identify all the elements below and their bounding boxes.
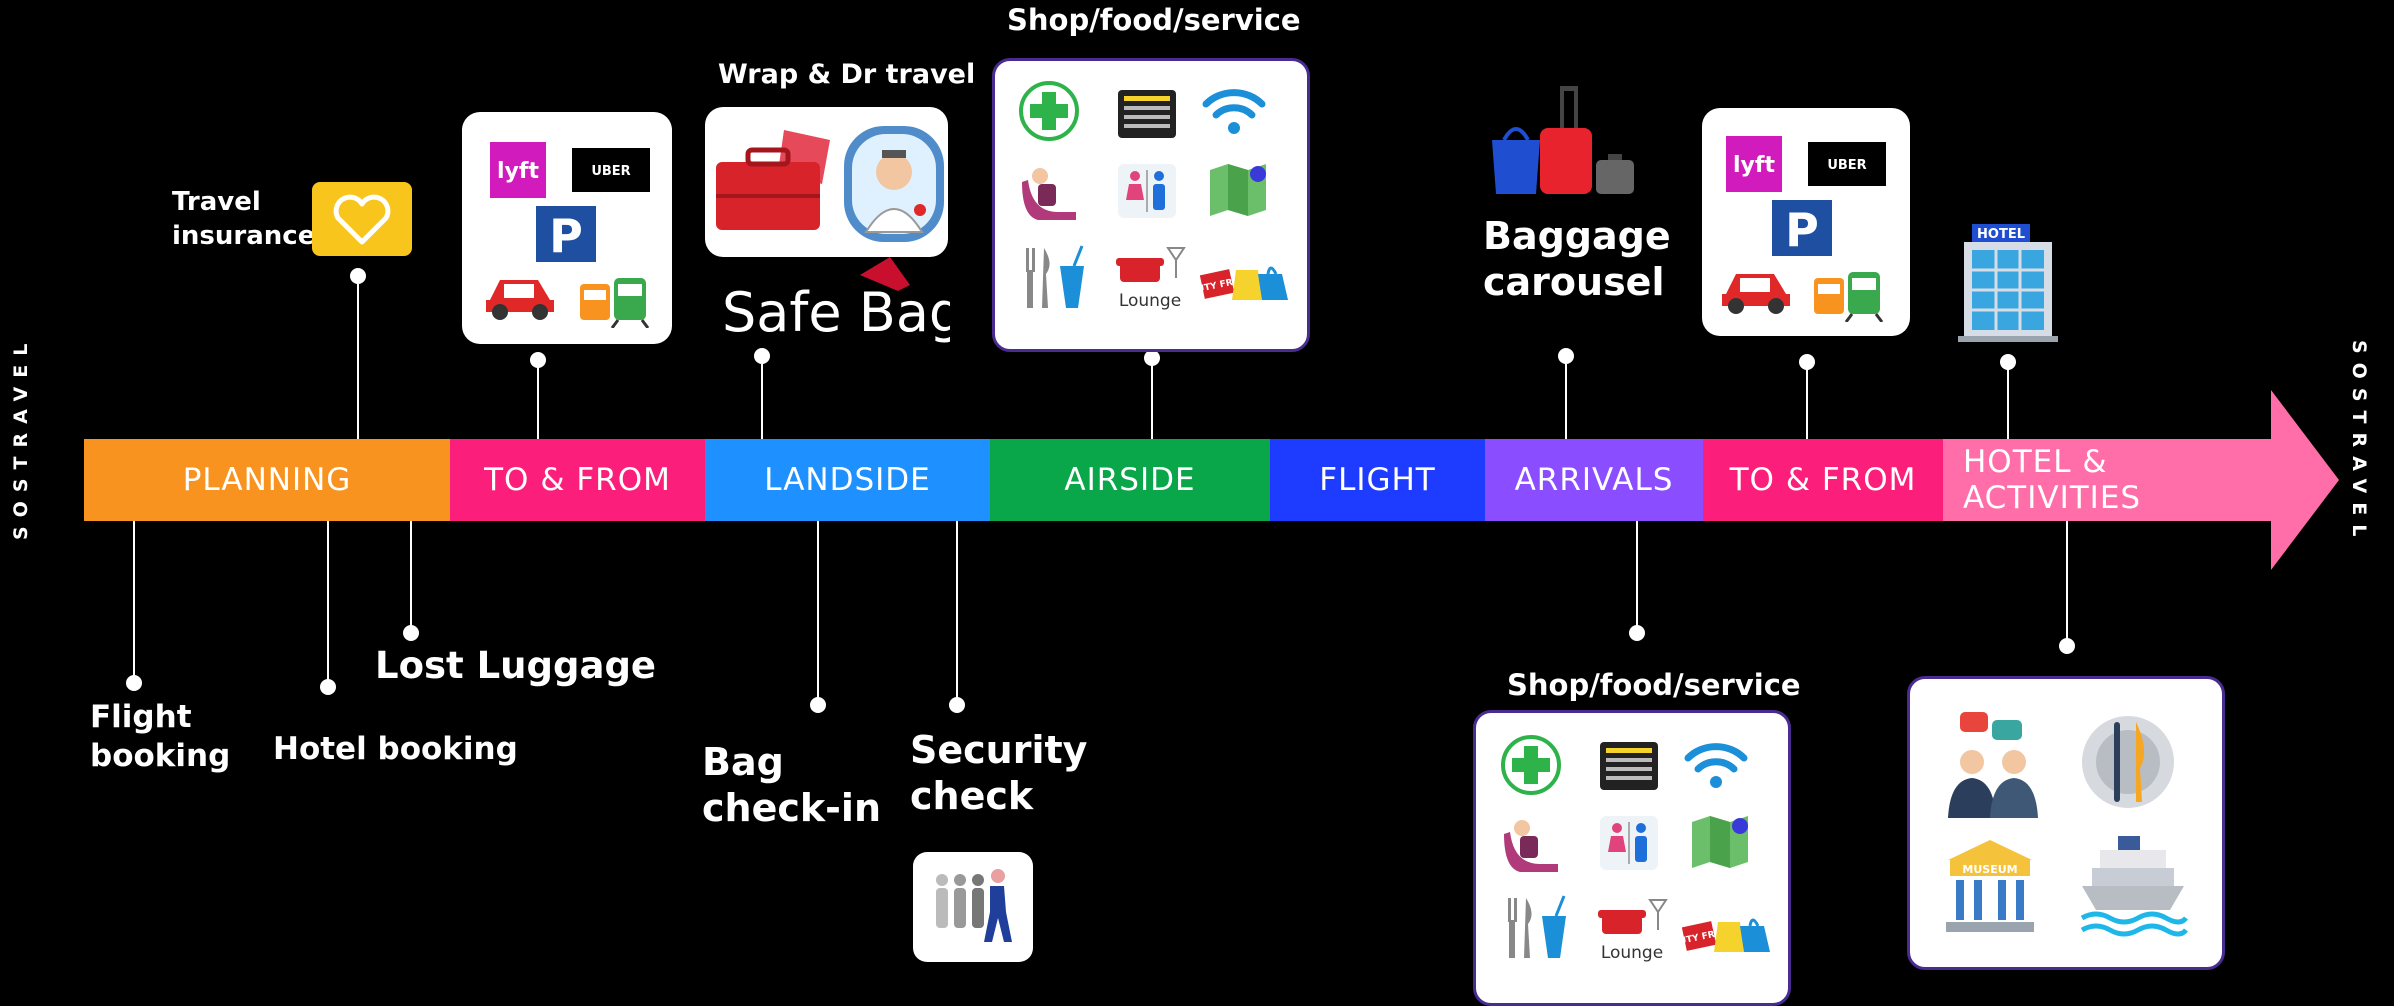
connector-dot: [2059, 638, 2075, 654]
label-shop-food-service-top: Shop/food/service: [1007, 3, 1301, 37]
parking-icon: P: [536, 206, 596, 262]
connector-dot: [126, 675, 142, 691]
label-bag-checkin: Bag check-in: [702, 740, 881, 830]
doctor-icon: [844, 126, 944, 242]
connector-dot: [320, 679, 336, 695]
brand-side-left: SOSTRAVEL: [10, 334, 32, 540]
svg-text:lyft: lyft: [497, 159, 539, 184]
svg-text:UBER: UBER: [1827, 158, 1866, 173]
connector-security-check: [956, 521, 958, 704]
restaurant-icon: [1026, 245, 1084, 308]
departures-board-icon: [1600, 742, 1658, 790]
lounge-icon: Lounge: [1116, 247, 1186, 310]
connector-baggage-carousel: [1565, 356, 1567, 439]
segment-airside: AIRSIDE: [990, 439, 1270, 521]
brand-side-right: SOSTRAVEL: [2348, 340, 2370, 546]
heart-icon: [312, 182, 412, 256]
svg-text:UBER: UBER: [591, 164, 630, 179]
pharmacy-cross-icon: [1019, 81, 1079, 141]
connector-activities: [2066, 521, 2068, 646]
connector-hotel: [2007, 362, 2009, 439]
suitcase-wrap-icon: [716, 130, 830, 230]
hotel-building-icon: HOTEL: [1958, 224, 2058, 342]
connector-bag-checkin: [817, 521, 819, 704]
connector-airside-shop: [1151, 358, 1153, 439]
map-icon: [1692, 816, 1748, 868]
business-meeting-icon: [1948, 712, 2038, 818]
map-icon: [1210, 164, 1266, 216]
svg-text:MUSEUM: MUSEUM: [1962, 863, 2017, 876]
segment-planning: PLANNING: [84, 439, 450, 521]
connector-to-from-2: [1806, 362, 1808, 439]
car-icon: [486, 280, 554, 320]
restroom-icon: [1600, 816, 1658, 870]
svg-text:P: P: [1785, 203, 1819, 256]
connector-dot: [1144, 350, 1160, 366]
connector-arrivals-shop: [1636, 521, 1638, 633]
label-security-check: Security check: [910, 728, 1088, 818]
connector-flight-booking: [133, 521, 135, 682]
segment-arrivals: ARRIVALS: [1485, 439, 1703, 521]
label-baggage-carousel: Baggage carousel: [1483, 214, 1671, 304]
connector-dot: [1629, 625, 1645, 641]
car-icon: [1722, 274, 1790, 314]
parking-icon: P: [1772, 200, 1832, 256]
svg-text:P: P: [549, 209, 583, 262]
uber-icon: UBER: [572, 148, 650, 192]
connector-dot: [1799, 354, 1815, 370]
duty-free-icon: DUTY FREE: [1682, 918, 1770, 952]
svg-text:Lounge: Lounge: [1601, 943, 1663, 962]
lyft-icon: lyft: [1726, 136, 1782, 192]
segment-hotel-activities: HOTEL & ACTIVITIES: [1943, 439, 2273, 521]
museum-icon: MUSEUM: [1946, 840, 2034, 932]
svg-text:Lounge: Lounge: [1119, 291, 1181, 310]
connector-safe-bag: [761, 356, 763, 439]
label-hotel-booking: Hotel booking: [273, 731, 518, 767]
connector-hotel-booking: [327, 521, 329, 686]
restaurant-icon: [1508, 895, 1566, 958]
segment-landside: LANDSIDE: [705, 439, 990, 521]
cruise-ship-icon: [2080, 836, 2188, 937]
connector-dot: [1558, 348, 1574, 364]
pharmacy-cross-icon: [1501, 735, 1561, 795]
label-travel-insurance: Travel insurance: [172, 187, 316, 251]
svg-text:HOTEL: HOTEL: [1977, 227, 2025, 242]
bus-train-icon: [580, 278, 650, 328]
svg-text:Safe Bag: Safe Bag: [722, 281, 950, 344]
connector-dot: [403, 625, 419, 641]
timeline-arrowhead: [2271, 390, 2339, 570]
safe-bag-logo: Safe Bag: [722, 257, 950, 344]
label-shop-food-service-bottom: Shop/food/service: [1507, 668, 1801, 702]
dining-plate-icon: [2082, 716, 2174, 808]
connector-lost-luggage: [410, 521, 412, 633]
lyft-icon: lyft: [490, 142, 546, 198]
label-lost-luggage: Lost Luggage: [375, 644, 657, 687]
connector-dot: [2000, 354, 2016, 370]
connector-dot: [754, 348, 770, 364]
security-queue-icon: [936, 869, 1012, 942]
segment-flight: FLIGHT: [1270, 439, 1485, 521]
lounge-icon: Lounge: [1598, 899, 1668, 962]
connector-dot: [350, 268, 366, 284]
departures-board-icon: [1118, 90, 1176, 138]
label-wrap-dr-travel: Wrap & Dr travel: [718, 59, 976, 90]
svg-text:lyft: lyft: [1733, 153, 1775, 178]
connector-dot: [810, 697, 826, 713]
luggage-icon: [1492, 86, 1634, 194]
restroom-icon: [1118, 164, 1176, 218]
bus-train-icon: [1814, 272, 1884, 322]
connector-dot: [530, 352, 546, 368]
wifi-icon: [1202, 89, 1266, 134]
segment-to-from-1: TO & FROM: [450, 439, 705, 521]
lounge-chair-icon: [1504, 820, 1558, 872]
segment-to-from-2: TO & FROM: [1703, 439, 1943, 521]
connector-dot: [949, 697, 965, 713]
label-flight-booking: Flight booking: [90, 699, 231, 774]
lounge-chair-icon: [1022, 168, 1076, 220]
uber-icon: UBER: [1808, 142, 1886, 186]
wifi-icon: [1684, 743, 1748, 788]
connector-to-from-1: [537, 360, 539, 439]
connector-travel-insurance: [357, 276, 359, 439]
duty-free-icon: DUTY FREE: [1200, 266, 1288, 300]
